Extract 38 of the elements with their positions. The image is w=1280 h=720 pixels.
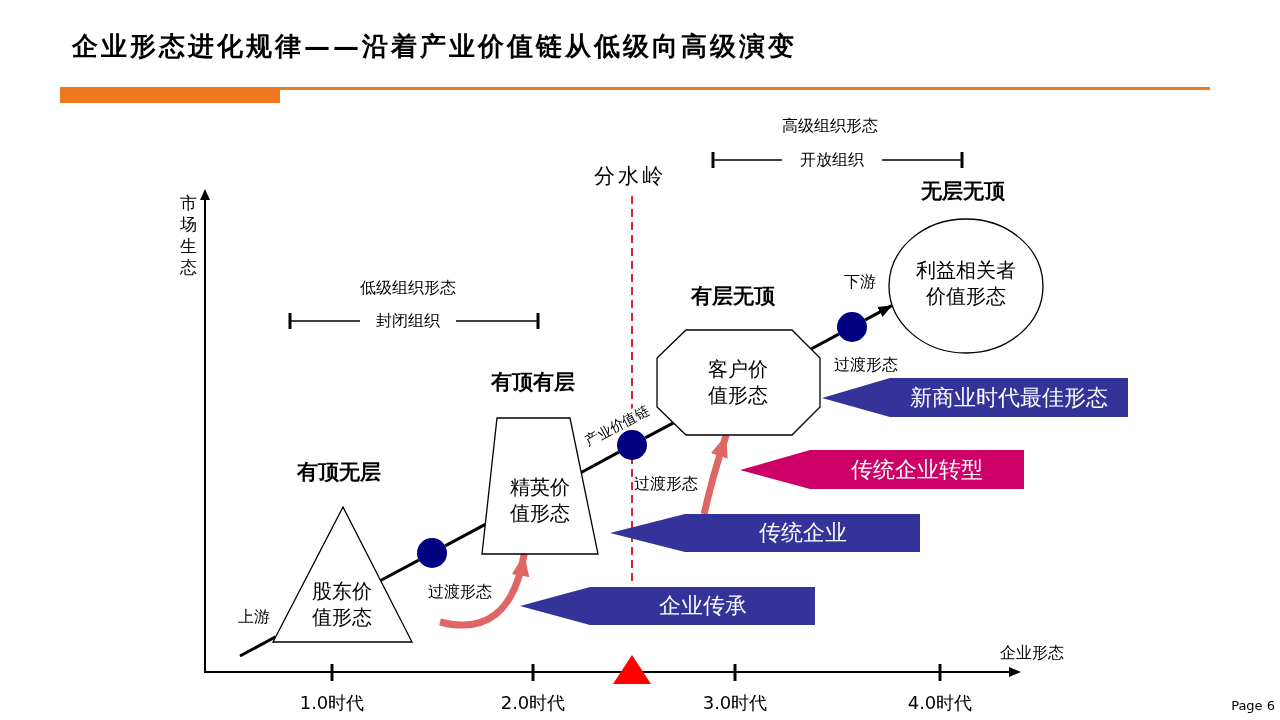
axis-tick-label: 1.0时代 (299, 692, 365, 714)
connector-line (644, 421, 675, 440)
axis-title: 市场生态 (179, 193, 197, 278)
connector-line (379, 558, 420, 582)
node-label: 客户价值形态 (707, 356, 769, 408)
node-heading: 有层无顶 (691, 283, 775, 309)
axis-tick-label: 3.0时代 (702, 692, 768, 714)
range-label: 封闭组织 (376, 311, 440, 331)
connector-line (444, 523, 486, 548)
slide-title: 企业形态进化规律——沿着产业价值链从低级向高级演变 (72, 30, 797, 63)
banner-label: 新商业时代最佳形态 (910, 384, 1108, 411)
state-label: 过渡形态 (428, 582, 492, 602)
range-title: 高级组织形态 (782, 116, 878, 136)
node-heading: 有顶无层 (297, 459, 381, 485)
arrow (864, 304, 893, 322)
node-label: 精英价值形态 (509, 474, 571, 526)
banner-label: 传统企业 (758, 519, 847, 547)
node-heading: 有顶有层 (491, 369, 575, 395)
axis-title: 企业形态 (1000, 643, 1064, 663)
axis-tick-label: 2.0时代 (500, 692, 566, 714)
range-title: 低级组织形态 (360, 278, 456, 298)
connector-line (810, 332, 840, 351)
node-label: 股东价值形态 (311, 578, 373, 630)
connector-line (239, 635, 277, 658)
state-label: 过渡形态 (834, 355, 898, 375)
end-label: 下游 (844, 272, 876, 292)
page-number: Page 6 (1231, 698, 1275, 714)
axis-tick-label: 4.0时代 (907, 692, 973, 714)
banner-label: 企业传承 (658, 592, 747, 620)
node-heading: 无层无顶 (921, 178, 1005, 204)
banner-label: 传统企业转型 (851, 456, 983, 483)
connector-line (580, 450, 620, 474)
watershed-label: 分水岭 (594, 164, 666, 190)
state-label: 过渡形态 (634, 474, 698, 494)
node-label: 利益相关者价值形态 (915, 257, 1017, 309)
end-label: 上游 (238, 607, 270, 627)
range-label: 开放组织 (800, 150, 864, 170)
curved-arrow (439, 553, 530, 629)
